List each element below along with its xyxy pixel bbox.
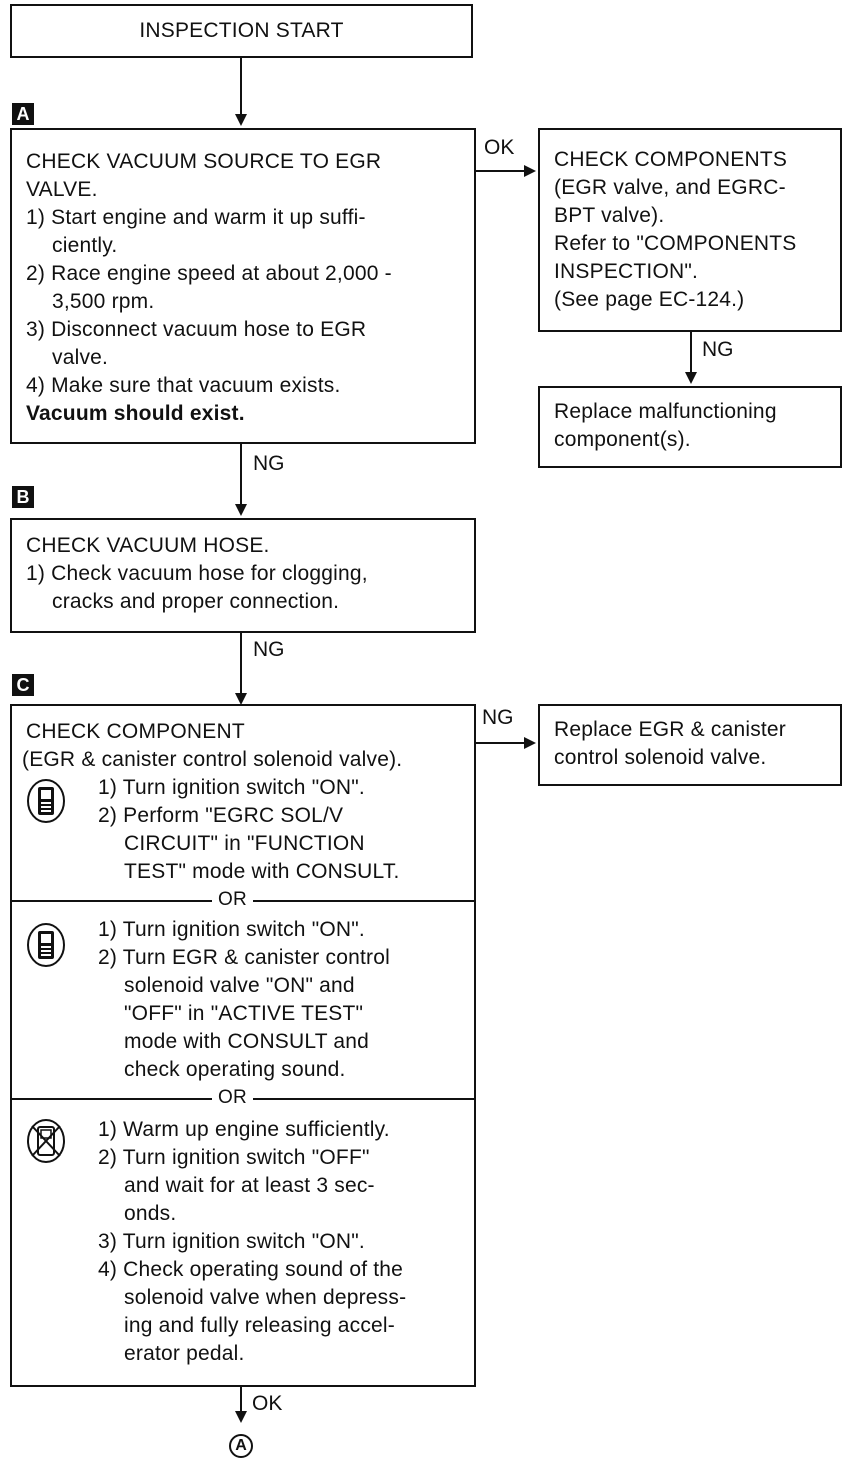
arrow-right-icon — [524, 737, 536, 749]
box-c-header: CHECK COMPONENT — [26, 720, 245, 743]
check-component-box: CHECK COMPONENT (EGR & canister control … — [10, 704, 476, 1387]
sec3-line: onds. — [124, 1202, 177, 1225]
box-a-line: 2) Race engine speed at about 2,000 - — [26, 262, 392, 285]
sec3-line: 2) Turn ignition switch "OFF" — [98, 1146, 370, 1169]
components-line: CHECK COMPONENTS — [554, 148, 788, 171]
sec3-line: 4) Check operating sound of the — [98, 1258, 404, 1281]
connector-line — [240, 444, 242, 506]
arrow-down-icon — [235, 114, 247, 126]
box-a-line: valve. — [52, 346, 109, 369]
sec3-line: 1) Warm up engine sufficiently. — [98, 1118, 390, 1141]
replace1-line: Replace malfunctioning — [554, 400, 777, 423]
consult-icon — [27, 779, 65, 823]
components-line: (See page EC-124.) — [554, 288, 745, 311]
sec2-line: "OFF" in "ACTIVE TEST" — [124, 1002, 364, 1025]
box-c-header: (EGR & canister control solenoid valve). — [22, 748, 403, 771]
replace1-line: component(s). — [554, 428, 691, 451]
sec3-line: erator pedal. — [124, 1342, 245, 1365]
arrow-down-icon — [235, 504, 247, 516]
sec2-line: mode with CONSULT and — [124, 1030, 370, 1053]
ng-label: NG — [702, 338, 734, 361]
connector-line — [240, 633, 242, 695]
sec2-line: check operating sound. — [124, 1058, 346, 1081]
sec2-line: solenoid valve "ON" and — [124, 974, 355, 997]
no-consult-icon — [27, 1119, 65, 1163]
arrow-right-icon — [524, 165, 536, 177]
sec1-line: 2) Perform "EGRC SOL/V — [98, 804, 344, 827]
sec1-line: 1) Turn ignition switch "ON". — [98, 776, 365, 799]
or-separator: OR — [212, 890, 253, 910]
replace2-line: control solenoid valve. — [554, 746, 767, 769]
arrow-down-icon — [685, 372, 697, 384]
ok-label: OK — [252, 1392, 283, 1415]
step-marker-b: B — [12, 486, 34, 508]
arrow-down-icon — [235, 1411, 247, 1423]
arrow-down-icon — [235, 693, 247, 705]
check-vacuum-source-box: CHECK VACUUM SOURCE TO EGR VALVE. 1) Sta… — [10, 128, 476, 444]
sec3-line: and wait for at least 3 sec- — [124, 1174, 375, 1197]
check-vacuum-hose-box: CHECK VACUUM HOSE. 1) Check vacuum hose … — [10, 518, 476, 633]
sec3-line: ing and fully releasing accel- — [124, 1314, 395, 1337]
sec3-line: 3) Turn ignition switch "ON". — [98, 1230, 365, 1253]
step-marker-a: A — [12, 103, 34, 125]
sec2-line: 1) Turn ignition switch "ON". — [98, 918, 365, 941]
connector-line — [240, 1387, 242, 1413]
box-a-line: ciently. — [52, 234, 118, 257]
box-a-bold-line: Vacuum should exist. — [26, 402, 245, 425]
box-b-line: 1) Check vacuum hose for clogging, — [26, 562, 368, 585]
components-line: (EGR valve, and EGRC- — [554, 176, 786, 199]
ng-label: NG — [253, 638, 285, 661]
components-line: Refer to "COMPONENTS — [554, 232, 797, 255]
box-a-line: VALVE. — [26, 178, 98, 201]
ng-label: NG — [482, 706, 514, 729]
ok-label: OK — [484, 136, 515, 159]
ng-label: NG — [253, 452, 285, 475]
connector-line — [240, 58, 242, 116]
replace2-line: Replace EGR & canister — [554, 718, 786, 741]
inspection-start-label: INSPECTION START — [139, 19, 344, 42]
sec3-line: solenoid valve when depress- — [124, 1286, 407, 1309]
consult-icon — [27, 923, 65, 967]
box-a-line: 1) Start engine and warm it up suffi- — [26, 206, 366, 229]
box-a-line: 4) Make sure that vacuum exists. — [26, 374, 341, 397]
connector-a-marker: A — [229, 1434, 253, 1458]
or-separator: OR — [212, 1088, 253, 1108]
replace-solenoid-box: Replace EGR & canister control solenoid … — [538, 704, 842, 786]
box-b-line: CHECK VACUUM HOSE. — [26, 534, 270, 557]
replace-component-box: Replace malfunctioning component(s). — [538, 386, 842, 468]
sec2-line: 2) Turn EGR & canister control — [98, 946, 390, 969]
connector-line — [690, 332, 692, 374]
sec1-line: CIRCUIT" in "FUNCTION — [124, 832, 365, 855]
box-a-line: CHECK VACUUM SOURCE TO EGR — [26, 150, 382, 173]
connector-line — [476, 170, 526, 172]
step-marker-c: C — [12, 674, 34, 696]
check-components-box: CHECK COMPONENTS (EGR valve, and EGRC- B… — [538, 128, 842, 332]
box-a-line: 3,500 rpm. — [52, 290, 155, 313]
connector-line — [476, 742, 526, 744]
components-line: INSPECTION". — [554, 260, 699, 283]
inspection-start-box: INSPECTION START — [10, 4, 473, 58]
box-b-line: cracks and proper connection. — [52, 590, 340, 613]
components-line: BPT valve). — [554, 204, 665, 227]
sec1-line: TEST" mode with CONSULT. — [124, 860, 400, 883]
box-a-line: 3) Disconnect vacuum hose to EGR — [26, 318, 367, 341]
